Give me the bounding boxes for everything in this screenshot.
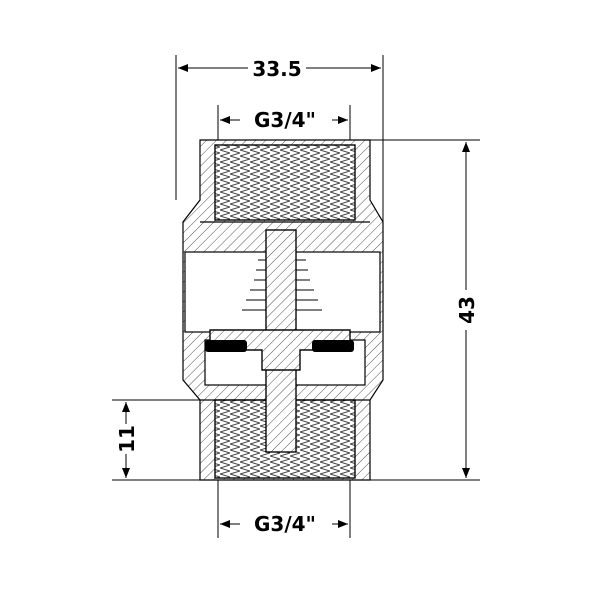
bottom-thread-label: G3/4" [254,512,316,536]
width-label: 33.5 [252,57,301,81]
thread-length-label: 11 [115,425,139,453]
top-thread-label: G3/4" [254,108,316,132]
seal-rings [205,340,354,352]
height-label: 43 [455,296,479,324]
